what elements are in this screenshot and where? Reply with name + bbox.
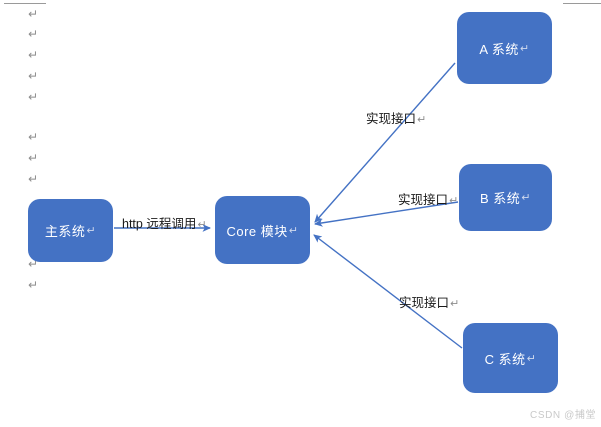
paragraph-mark: ↵ [288, 224, 299, 237]
edge-label-text: 实现接口 [399, 296, 450, 310]
node-system-b[interactable]: B 系统↵ [459, 164, 552, 231]
paragraph-mark: ↵ [28, 130, 39, 144]
edge-label-implement-interface-c: 实现接口↵ [399, 292, 459, 311]
margin-guide-top-right [563, 3, 601, 4]
paragraph-mark: ↵ [197, 219, 207, 231]
edge-label-implement-interface-b: 实现接口↵ [398, 189, 458, 208]
margin-guide-top-left [4, 3, 46, 4]
paragraph-mark: ↵ [28, 172, 39, 186]
paragraph-mark: ↵ [449, 195, 459, 207]
node-label: B 系统 [479, 191, 521, 206]
node-core-module[interactable]: Core 模块↵ [215, 196, 310, 264]
paragraph-mark: ↵ [28, 257, 39, 271]
csdn-watermark: CSDN @捕堂 [530, 410, 597, 421]
paragraph-mark: ↵ [28, 278, 39, 292]
paragraph-mark: ↵ [86, 225, 97, 237]
paragraph-mark: ↵ [28, 90, 39, 104]
node-system-a[interactable]: A 系统↵ [457, 12, 552, 84]
paragraph-mark: ↵ [521, 192, 531, 204]
edge-label-implement-interface-a: 实现接口↵ [366, 108, 426, 127]
paragraph-mark: ↵ [28, 27, 39, 41]
paragraph-mark: ↵ [526, 352, 537, 365]
node-main-system[interactable]: 主系统↵ [28, 199, 113, 262]
paragraph-mark: ↵ [450, 298, 460, 310]
paragraph-mark: ↵ [28, 7, 39, 21]
node-label: Core 模块 [226, 223, 288, 239]
edge-label-http-remote-call: http 远程调用↵ [122, 213, 207, 232]
paragraph-mark: ↵ [417, 114, 427, 126]
edge-label-text: http 远程调用 [122, 217, 197, 231]
edge-label-text: 实现接口 [366, 112, 417, 126]
paragraph-mark: ↵ [28, 69, 39, 83]
node-label: 主系统 [44, 224, 86, 239]
edge-label-text: 实现接口 [398, 193, 449, 207]
node-system-c[interactable]: C 系统↵ [463, 323, 558, 393]
paragraph-mark: ↵ [519, 42, 530, 55]
paragraph-mark: ↵ [28, 151, 39, 165]
node-label: C 系统 [484, 351, 526, 367]
node-label: A 系统 [479, 41, 519, 57]
paragraph-mark: ↵ [28, 48, 39, 62]
